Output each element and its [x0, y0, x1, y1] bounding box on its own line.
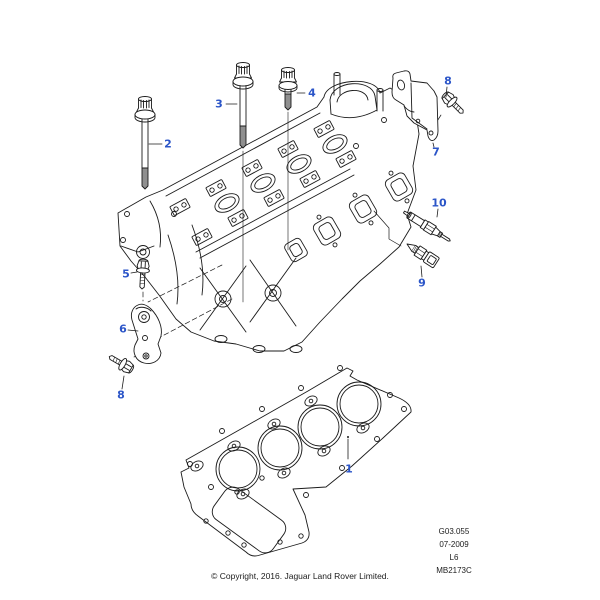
callout-9[interactable]: 9	[418, 276, 426, 290]
callout-leader-lines	[121, 86, 448, 460]
figure-reference: G03.055	[438, 527, 470, 536]
stud-bolt-4-drawing	[278, 67, 298, 111]
front-face-ribs	[167, 224, 297, 333]
coolant-passages	[190, 395, 370, 500]
head-gasket-drawing	[180, 365, 412, 557]
exhaust-ports	[284, 170, 414, 263]
timing-housing	[329, 72, 384, 119]
gasket-bolt-holes	[187, 365, 407, 548]
callout-10[interactable]: 10	[431, 196, 447, 210]
cylinder-head-drawing	[117, 72, 420, 353]
drawing-date: 07-2009	[439, 540, 469, 549]
copyright-notice: © Copyright, 2016. Jaguar Land Rover Lim…	[211, 571, 389, 581]
tappet-row-1	[169, 120, 335, 216]
drawing-number: MB2173C	[436, 566, 472, 575]
bracket-7-drawing	[391, 70, 439, 141]
engine-code: L6	[449, 553, 459, 562]
drawing-info-block: G03.055 07-2009 L6 MB2173C	[409, 525, 499, 577]
bolt-8-upper-drawing	[441, 91, 464, 114]
callout-8-upper[interactable]: 8	[444, 74, 452, 88]
callout-6[interactable]: 6	[119, 322, 127, 336]
stud-bolt-2-drawing	[134, 96, 156, 190]
temperature-sensor-drawing	[406, 243, 440, 268]
tappet-row-2	[191, 150, 357, 246]
callout-2[interactable]: 2	[164, 137, 172, 151]
bolt-5-drawing	[135, 258, 150, 290]
injector-wells	[214, 134, 348, 213]
left-flange	[120, 200, 161, 259]
callout-8-lower[interactable]: 8	[117, 388, 125, 402]
callout-4[interactable]: 4	[308, 86, 316, 100]
callout-7[interactable]: 7	[432, 145, 440, 159]
callout-5[interactable]: 5	[122, 267, 130, 281]
glow-plug-drawing	[403, 210, 451, 242]
callout-3[interactable]: 3	[215, 97, 223, 111]
callout-1[interactable]: 1	[345, 462, 353, 476]
bracket-6-drawing	[130, 303, 162, 364]
stud-bolt-3-drawing	[232, 62, 254, 149]
bolt-8-lower-drawing	[108, 355, 135, 374]
